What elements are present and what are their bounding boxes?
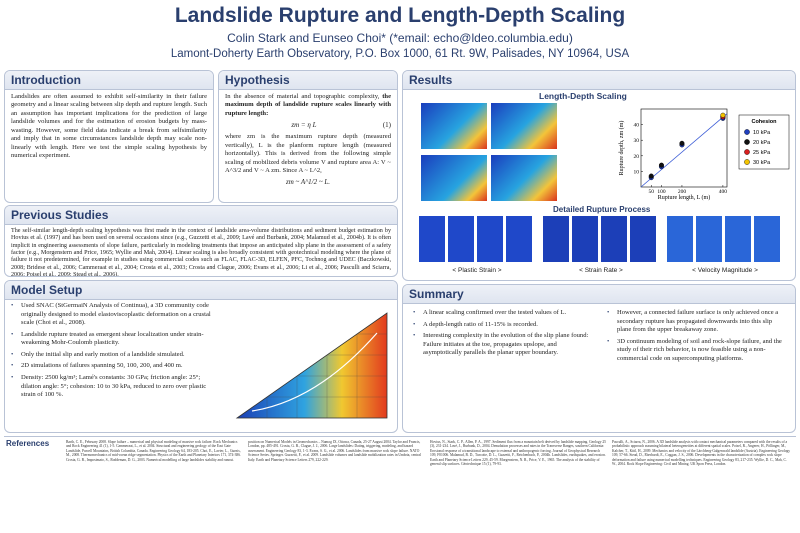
legend-label: 20 kPa bbox=[753, 140, 771, 146]
plastic-strain-label: < Plastic Strain > bbox=[452, 267, 502, 274]
previous-studies-heading: Previous Studies bbox=[5, 206, 397, 225]
introduction-text: Landslides are often assumed to exhibit … bbox=[11, 93, 207, 160]
summary-bullet: A depth-length ratio of 11-15% is record… bbox=[413, 321, 589, 330]
poster-authors: Colin Stark and Eunseo Choi* (*email: ec… bbox=[227, 31, 573, 45]
length-depth-scaling-title: Length-Depth Scaling bbox=[539, 91, 627, 101]
model-setup-heading: Model Setup bbox=[5, 281, 397, 300]
plot-frame bbox=[640, 108, 728, 188]
snapshot-b bbox=[491, 103, 557, 149]
summary-bullet: Interesting complexity in the evolution … bbox=[413, 332, 589, 358]
model-bullet: Landslide rupture treated as emergent sh… bbox=[11, 331, 211, 348]
simulation-snapshots bbox=[421, 103, 559, 203]
hypothesis-panel: Hypothesis In the absence of material an… bbox=[218, 70, 398, 203]
legend-marker bbox=[744, 159, 750, 165]
model-mesh-figure bbox=[235, 312, 388, 419]
summary-bullet: A linear scaling confirmed over the test… bbox=[413, 309, 589, 318]
previous-studies-text: The self-similar length-depth scaling hy… bbox=[11, 228, 391, 277]
velocity-magnitude-label: < Velocity Magnitude > bbox=[692, 267, 758, 274]
legend-title: Cohesion bbox=[751, 119, 777, 125]
summary-left-bullets: A linear scaling confirmed over the test… bbox=[407, 307, 595, 361]
summary-right-bullets: However, a connected failure surface is … bbox=[601, 307, 791, 366]
introduction-panel: Introduction Landslides are often assume… bbox=[4, 70, 214, 203]
references-section: References Barth, C. E., February 2008. … bbox=[4, 436, 796, 532]
introduction-heading: Introduction bbox=[5, 71, 213, 90]
x-tick-label: 100 bbox=[657, 189, 666, 195]
references-column-3: Hovius, N., Stark, C. P., Allen, P. A., … bbox=[430, 440, 606, 466]
y-tick-label: 20 bbox=[634, 154, 640, 160]
velocity-magnitude-strip bbox=[667, 216, 783, 262]
results-heading: Results bbox=[403, 71, 795, 90]
model-bullet: 2D simulations of failures spanning 50, … bbox=[11, 362, 211, 371]
legend-marker bbox=[744, 129, 750, 135]
equation-1-number: (1) bbox=[382, 121, 391, 130]
x-tick-label: 200 bbox=[678, 189, 687, 195]
summary-panel: Summary A linear scaling confirmed over … bbox=[402, 284, 796, 433]
data-point bbox=[648, 173, 654, 179]
references-column-1: Barth, C. E., February 2008. Slope failu… bbox=[66, 440, 241, 462]
model-setup-panel: Model Setup Used SNAC (StGermaiN Analysi… bbox=[4, 280, 398, 433]
snapshot-c bbox=[421, 155, 487, 201]
hypothesis-intro: In the absence of material and topograph… bbox=[225, 93, 380, 100]
y-tick-label: 40 bbox=[634, 123, 640, 129]
model-bullets: Used SNAC (StGermaiN Analysis of Continu… bbox=[5, 300, 217, 400]
summary-heading: Summary bbox=[403, 285, 795, 304]
x-tick-label: 400 bbox=[719, 189, 728, 195]
y-tick-label: 10 bbox=[634, 169, 640, 175]
data-point bbox=[720, 112, 726, 118]
snapshot-d bbox=[491, 155, 557, 201]
plastic-strain-strip bbox=[419, 216, 535, 262]
hypothesis-bold: the maximum depth of landslide rupture s… bbox=[225, 93, 391, 117]
hypothesis-text: where zm is the maximum rupture depth (m… bbox=[225, 133, 391, 175]
references-column-4: Pasculli, A., Sciarra, N., 2006. A 3D la… bbox=[612, 440, 791, 466]
model-bullet: Density: 2500 kg/m³; Lamé's constants: 3… bbox=[11, 374, 211, 400]
strain-rate-strip bbox=[543, 216, 659, 262]
legend-label: 10 kPa bbox=[753, 130, 771, 136]
poster-affiliation: Lamont-Doherty Earth Observatory, P.O. B… bbox=[170, 48, 630, 60]
previous-studies-panel: Previous Studies The self-similar length… bbox=[4, 205, 398, 277]
snapshot-a bbox=[421, 103, 487, 149]
model-bullet: Only the initial slip and early motion o… bbox=[11, 351, 211, 360]
x-axis-label: Rupture length, L (m) bbox=[658, 194, 710, 201]
summary-bullet: However, a connected failure surface is … bbox=[607, 309, 785, 335]
equation-1-text: zm = η L bbox=[291, 121, 317, 130]
detailed-rupture-process-title: Detailed Rupture Process bbox=[553, 205, 651, 214]
legend-label: 25 kPa bbox=[753, 150, 771, 156]
references-heading: References bbox=[6, 439, 50, 448]
model-bullet: Used SNAC (StGermaiN Analysis of Continu… bbox=[11, 302, 211, 328]
equation-2: zm ~ A^1/2 ~ L. bbox=[285, 178, 331, 187]
legend-label: 30 kPa bbox=[753, 160, 771, 166]
references-column-2: position on Numerical Models in Geomecha… bbox=[248, 440, 421, 462]
x-tick-label: 50 bbox=[648, 189, 654, 195]
summary-bullet: 3D continuum modeling of soil and rock-s… bbox=[607, 338, 785, 364]
fit-line bbox=[640, 113, 728, 188]
legend-marker bbox=[744, 149, 750, 155]
legend-marker bbox=[744, 139, 750, 145]
data-point bbox=[658, 162, 664, 168]
poster-title: Landslide Rupture and Length-Depth Scali… bbox=[174, 4, 626, 27]
equation-1: zm = η L (1) bbox=[225, 121, 391, 130]
strain-rate-label: < Strain Rate > bbox=[579, 267, 623, 274]
hypothesis-heading: Hypothesis bbox=[219, 71, 397, 90]
rupture-process-strips bbox=[419, 216, 783, 266]
y-axis-label: Rupture depth, zm (m) bbox=[618, 121, 625, 176]
y-tick-label: 30 bbox=[634, 138, 640, 144]
data-point bbox=[679, 140, 685, 146]
